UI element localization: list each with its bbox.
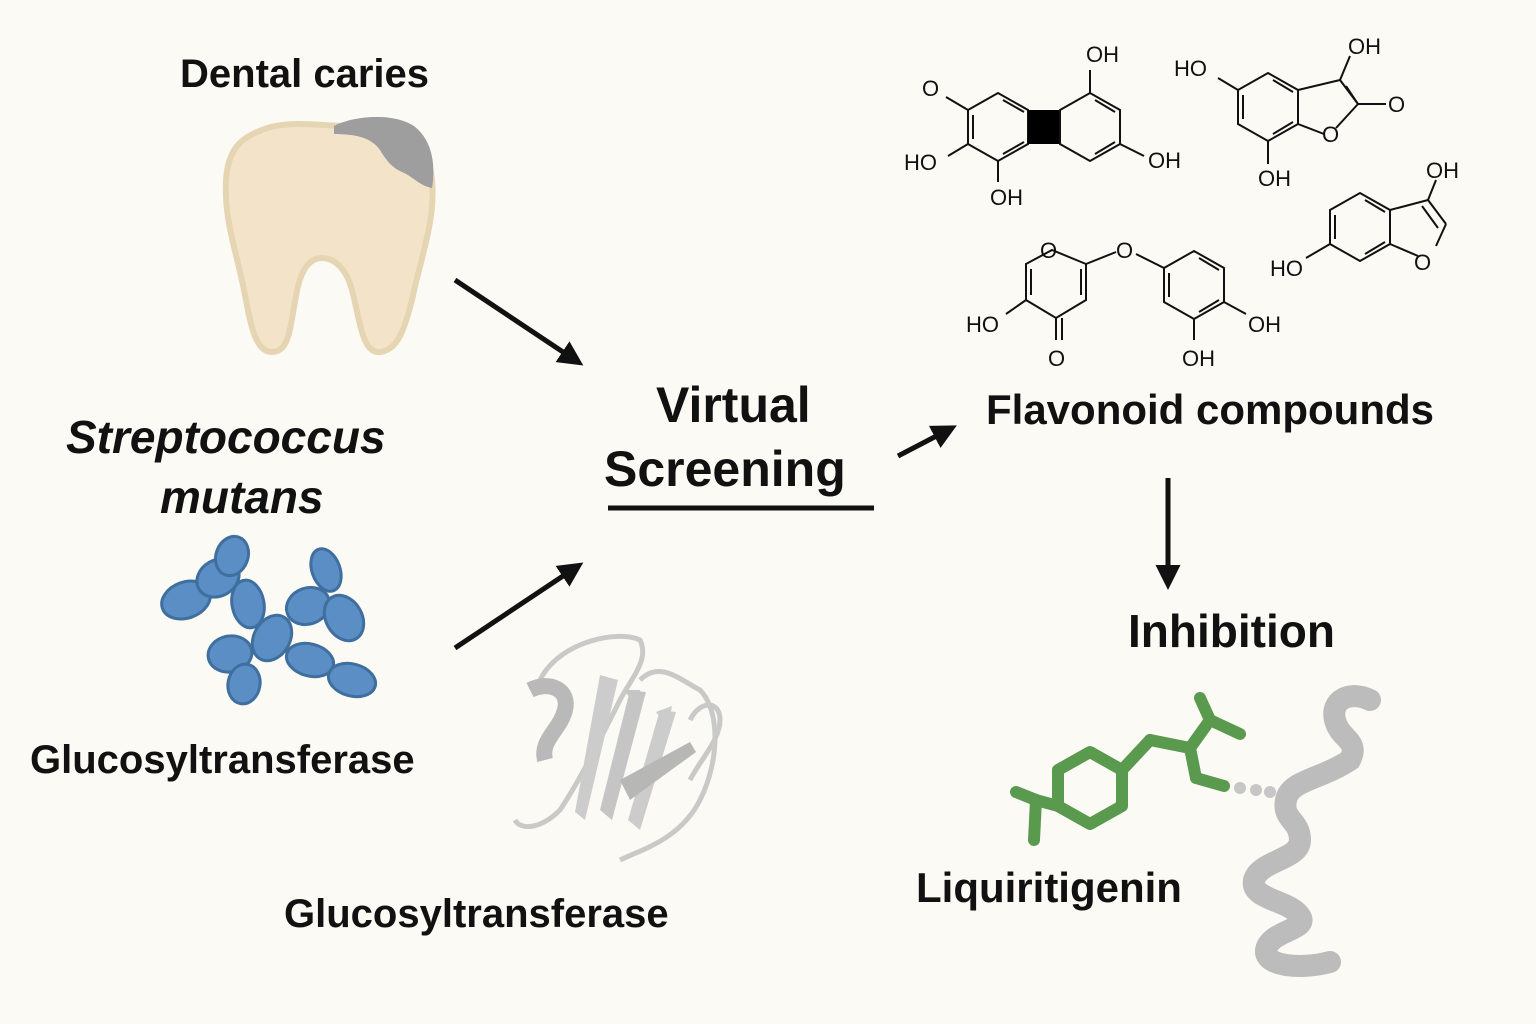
protein-ribbon-icon: [512, 633, 723, 863]
flavonoid-structure-1: O HO OH OH OH: [904, 42, 1181, 210]
atom-label: HO: [966, 312, 999, 337]
atom-label: O: [1040, 238, 1057, 263]
atom-label: O: [1322, 122, 1339, 147]
organism-label-line2: mutans: [160, 471, 324, 523]
atom-label: OH: [1426, 158, 1459, 183]
arrow-caries-to-screening: [453, 277, 584, 366]
inhibition-label: Inhibition: [1128, 605, 1335, 657]
atom-label: HO: [1174, 56, 1207, 81]
atom-label: O: [1388, 92, 1405, 117]
atom-label: O: [922, 76, 939, 101]
virtual-screening-line1: Virtual: [656, 377, 811, 433]
arrow-screening-to-flavonoids: [896, 425, 957, 459]
protein-coil-icon: [1242, 685, 1381, 977]
flavonoid-structure-3: OH O HO: [1270, 158, 1459, 281]
atom-label: OH: [1148, 148, 1181, 173]
tooth-icon: [222, 116, 436, 356]
atom-label: O: [1116, 238, 1133, 263]
flavonoid-compounds-label: Flavonoid compounds: [986, 386, 1434, 433]
ligand-molecule-icon: [1010, 692, 1246, 846]
virtual-screening-line2: Screening: [604, 441, 846, 497]
flavonoid-structure-4: O O HO O OH OH: [966, 238, 1281, 371]
organism-label-line1: Streptococcus: [66, 411, 386, 463]
dental-caries-label: Dental caries: [180, 52, 430, 96]
atom-label: O: [1048, 346, 1065, 371]
atom-label: OH: [1086, 42, 1119, 67]
caries-spot: [334, 116, 434, 188]
enzyme-label-left: Glucosyltransferase: [30, 738, 415, 782]
enzyme-label-bottom: Glucosyltransferase: [284, 892, 669, 936]
arrow-enzyme-to-screening: [453, 562, 584, 651]
atom-label: OH: [1348, 34, 1381, 59]
hydrogen-bond-dots: [1234, 782, 1276, 798]
atom-label: OH: [990, 185, 1023, 210]
bacteria-cluster-icon: [160, 534, 378, 706]
atom-label: HO: [904, 150, 937, 175]
atom-label: O: [1414, 250, 1431, 275]
atom-label: OH: [1258, 166, 1291, 191]
atom-label: HO: [1270, 256, 1303, 281]
flavonoid-structure-2: HO OH O O OH: [1174, 34, 1405, 191]
liquiritigenin-label: Liquiritigenin: [916, 864, 1182, 911]
atom-label: OH: [1248, 312, 1281, 337]
atom-label: OH: [1182, 346, 1215, 371]
